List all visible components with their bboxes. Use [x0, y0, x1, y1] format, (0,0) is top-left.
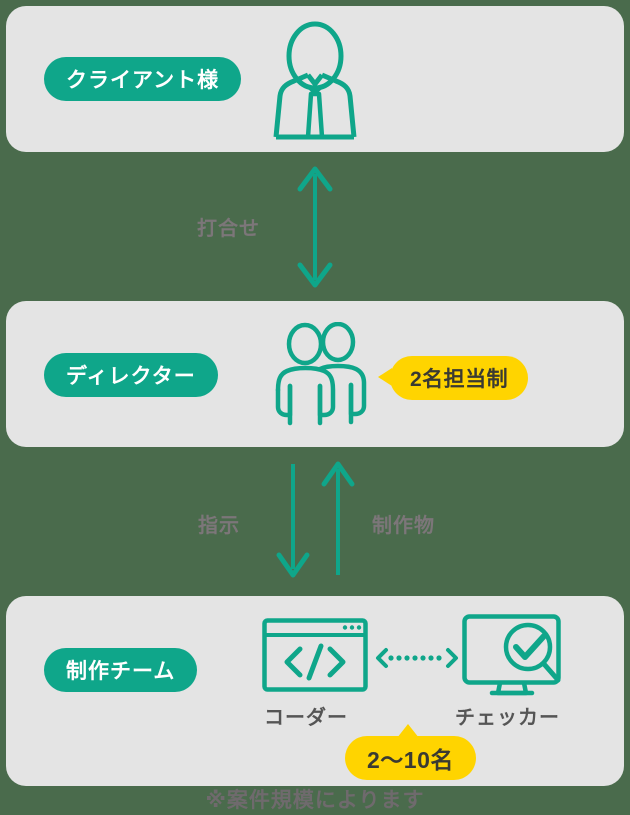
dotted-double-arrow-icon — [374, 645, 460, 676]
arrow-up — [321, 461, 355, 575]
team-member-label-coder: コーダー — [264, 707, 348, 729]
callout-team-size: 2〜10名 — [345, 724, 476, 780]
callout-director-staffing: 2名担当制 — [377, 356, 529, 400]
monitor-check-icon — [462, 614, 566, 703]
businessperson-icon — [264, 18, 366, 145]
code-window-icon — [262, 618, 368, 697]
team-member-label-checker: チェッカー — [455, 707, 560, 729]
footnote-text: ※案件規模によります — [205, 789, 425, 812]
flow-label-instruction: 指示 — [198, 515, 240, 537]
arrow-down — [276, 464, 310, 578]
role-pill-team: 制作チーム — [44, 648, 198, 692]
role-pill-director: ディレクター — [44, 353, 218, 397]
flow-label-deliverable: 制作物 — [372, 515, 435, 537]
double-headed-vertical-arrow — [297, 166, 333, 288]
role-pill-client: クライアント様 — [44, 57, 242, 101]
two-people-icon — [272, 321, 376, 433]
client-director-connector — [0, 152, 630, 301]
flow-label-meeting: 打合せ — [197, 218, 260, 240]
director-team-connector — [0, 447, 630, 596]
